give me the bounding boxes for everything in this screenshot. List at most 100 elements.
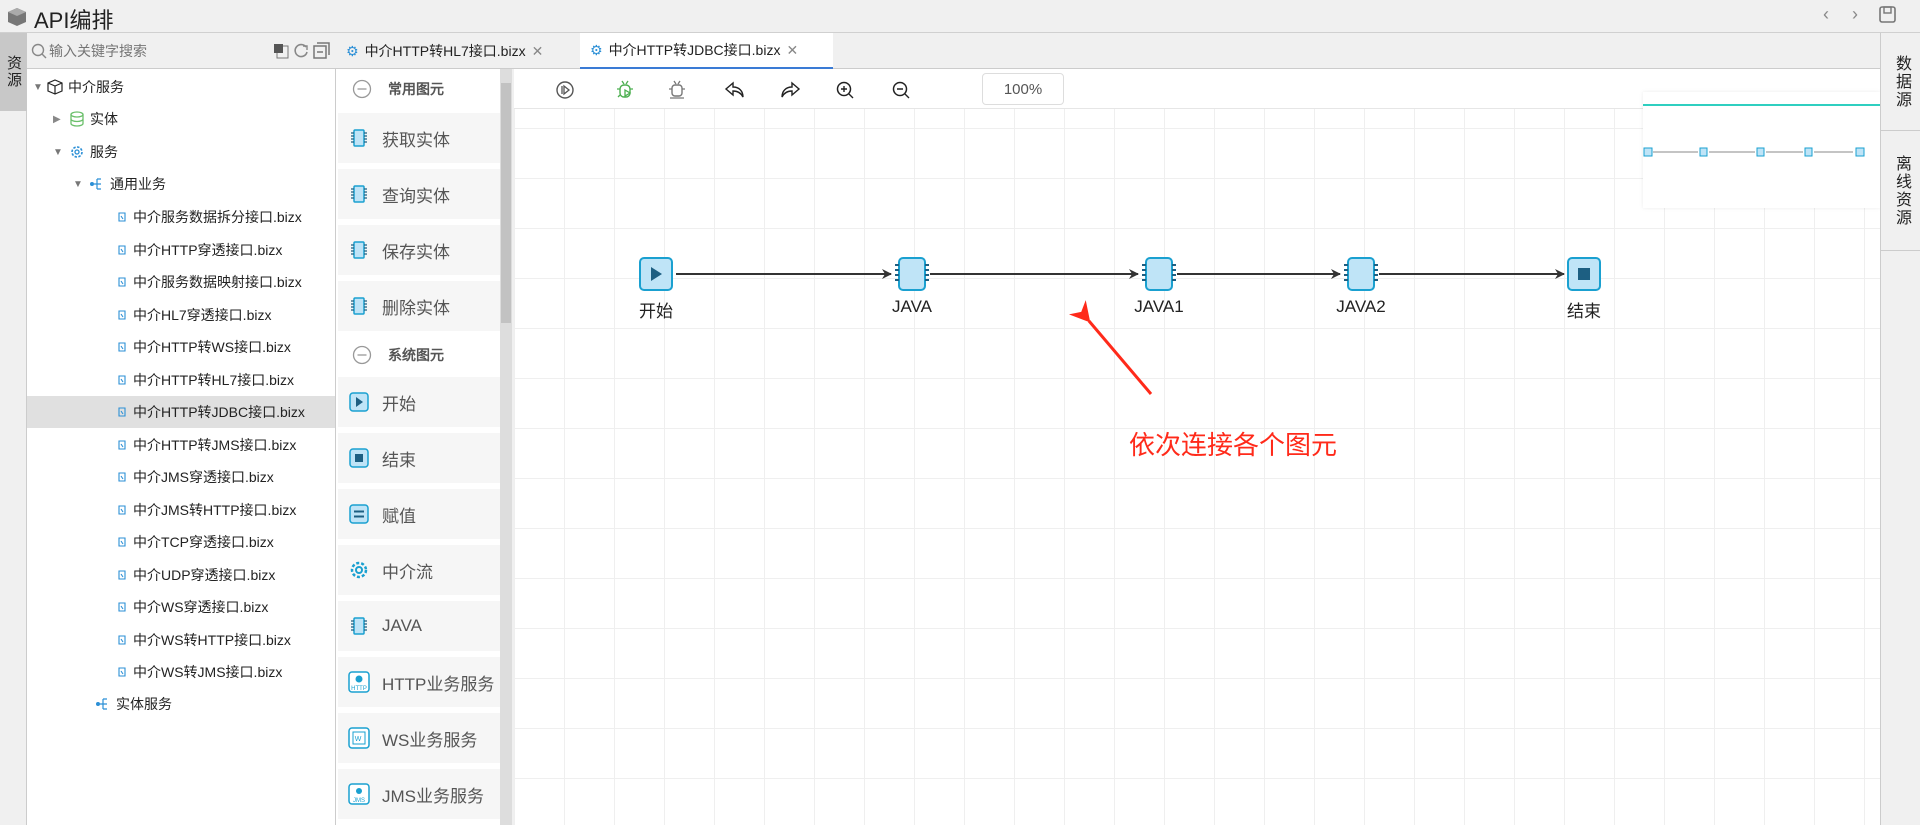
chip-icon [1344,264,1378,281]
undo-button[interactable] [722,77,748,103]
stop-icon [349,448,369,468]
tree-file-item[interactable]: 中介JMS转HTTP接口.bizx [27,494,335,526]
caret-down-icon[interactable]: ▼ [33,81,43,93]
palette-item[interactable]: 删除实体 [338,281,500,331]
collapse-icon[interactable] [352,345,372,365]
zoom-level[interactable]: 100% [982,73,1064,105]
tree-file-item[interactable]: 中介HTTP转WS接口.bizx [27,331,335,363]
node-java2[interactable] [1344,257,1378,291]
collapse-all-icon[interactable] [313,42,330,59]
palette-item[interactable]: 赋值 [338,489,500,539]
tree-file-item[interactable]: 中介HL7穿透接口.bizx [27,299,335,331]
node-java[interactable] [895,257,929,291]
nav-back-icon[interactable]: ‹ [1823,4,1829,24]
debug-run-button[interactable] [612,77,638,103]
refresh-icon[interactable] [293,43,309,59]
tree-node-entity-service[interactable]: 实体服务 [27,688,335,720]
tree-file-item[interactable]: 中介JMS穿透接口.bizx [27,461,335,493]
run-button[interactable] [552,77,578,103]
tree-label: 中介UDP穿透接口.bizx [133,566,276,583]
nav-forward-icon[interactable]: › [1852,4,1858,24]
tree-file-item[interactable]: 中介HTTP穿透接口.bizx [27,234,335,266]
tree-file-item[interactable]: 中介HTTP转JDBC接口.bizx [27,396,335,428]
palette-item[interactable]: 获取实体 [338,113,500,163]
palette-item[interactable]: 保存实体 [338,225,500,275]
tree-label: 服务 [90,144,118,160]
tree-label: 中介WS转HTTP接口.bizx [133,631,291,648]
tree-label: 中介HTTP转JDBC接口.bizx [133,404,305,420]
tree-file-item[interactable]: 中介TCP穿透接口.bizx [27,526,335,558]
close-icon[interactable]: ✕ [786,41,799,58]
redo-button[interactable] [777,77,803,103]
tree-file-item[interactable]: 中介HTTP转HL7接口.bizx [27,364,335,396]
tree-file-item[interactable]: 中介HTTP转JMS接口.bizx [27,429,335,461]
left-side-strip: 资源 [0,33,27,825]
file-flow-icon [118,569,126,580]
tree-file-item[interactable]: 中介WS转JMS接口.bizx [27,656,335,688]
node-java1[interactable] [1142,257,1176,291]
node-end[interactable] [1567,257,1601,291]
svg-text:HTTP: HTTP [351,686,367,692]
annotation-arrow [1068,300,1153,395]
minimap[interactable] [1643,92,1880,208]
file-flow-icon [118,374,126,385]
tree-node-root[interactable]: ▼ 中介服务 [27,71,335,103]
zoom-in-button[interactable] [832,77,858,103]
tab-http-jdbc[interactable]: ⚙ 中介HTTP转JDBC接口.bizx ✕ [580,33,833,69]
package-icon [47,79,63,95]
file-flow-icon [118,309,126,320]
tree-label: 中介HL7穿透接口.bizx [133,306,272,323]
node-label: JAVA2 [1336,297,1386,316]
tree-file-item[interactable]: 中介UDP穿透接口.bizx [27,559,335,591]
palette-item[interactable]: 中介流 [338,545,500,595]
database-icon [70,111,84,127]
tree-node-service[interactable]: ▼ 服务 [27,136,335,168]
close-icon[interactable]: ✕ [531,42,544,59]
stop-icon [1578,268,1590,280]
palette-item-label: 中介流 [382,562,433,582]
tree-label: 中介JMS穿透接口.bizx [133,469,274,485]
tree-node-general[interactable]: ▼ 通用业务 [27,168,335,200]
search-input[interactable] [49,40,289,62]
tree-file-item[interactable]: 中介WS转HTTP接口.bizx [27,624,335,656]
file-flow-icon [118,634,126,645]
caret-right-icon[interactable]: ▶ [53,113,61,125]
palette-item[interactable]: JAVA [338,601,500,651]
tree-label: 实体服务 [116,696,172,712]
tab-resources[interactable]: 资源 [0,33,27,111]
tree-label: 中介HTTP转WS接口.bizx [133,339,291,355]
collapse-icon[interactable] [352,79,372,99]
import-icon[interactable] [273,43,289,59]
palette-item[interactable]: 查询实体 [338,169,500,219]
palette-group-header[interactable]: 系统图元 [338,335,500,375]
caret-down-icon[interactable]: ▼ [53,146,63,158]
debug-step-button[interactable] [664,77,690,103]
palette-item-label: 结束 [382,450,416,470]
palette-item[interactable]: 结束 [338,433,500,483]
jms-service-icon: JMS [348,783,370,805]
tree-label: 中介JMS转HTTP接口.bizx [133,501,297,518]
tree-node-entity[interactable]: ▶ 实体 [27,103,335,135]
caret-down-icon[interactable]: ▼ [73,178,83,190]
minimap-viewport[interactable] [1643,104,1880,106]
app-title: API编排 [34,8,114,33]
palette-item[interactable]: 开始 [338,377,500,427]
palette-item-label: JAVA [382,616,422,635]
palette-scrollbar[interactable] [500,69,512,825]
tree-file-item[interactable]: 中介WS穿透接口.bizx [27,591,335,623]
save-icon[interactable] [1879,6,1896,23]
element-palette: 常用图元获取实体查询实体保存实体删除实体系统图元开始结束赋值中介流 JAVA HTT… [336,69,512,825]
tree-file-item[interactable]: 中介服务数据拆分接口.bizx [27,201,335,233]
palette-group-header[interactable]: 常用图元 [338,69,500,109]
zoom-out-button[interactable] [888,77,914,103]
node-start[interactable] [639,257,673,291]
tree-file-item[interactable]: 中介服务数据映射接口.bizx [27,266,335,298]
diagram-canvas[interactable]: 100% 开始 JAVA JAVA1 JAVA2 结束 依次连接各个图元 [514,69,1880,825]
tab-http-hl7[interactable]: ⚙ 中介HTTP转HL7接口.bizx ✕ [336,33,571,69]
tab-offline-resources[interactable]: 离线资源 [1881,131,1920,251]
tree-label: 中介服务 [68,79,124,95]
tab-datasource[interactable]: 数据源 [1881,33,1920,131]
